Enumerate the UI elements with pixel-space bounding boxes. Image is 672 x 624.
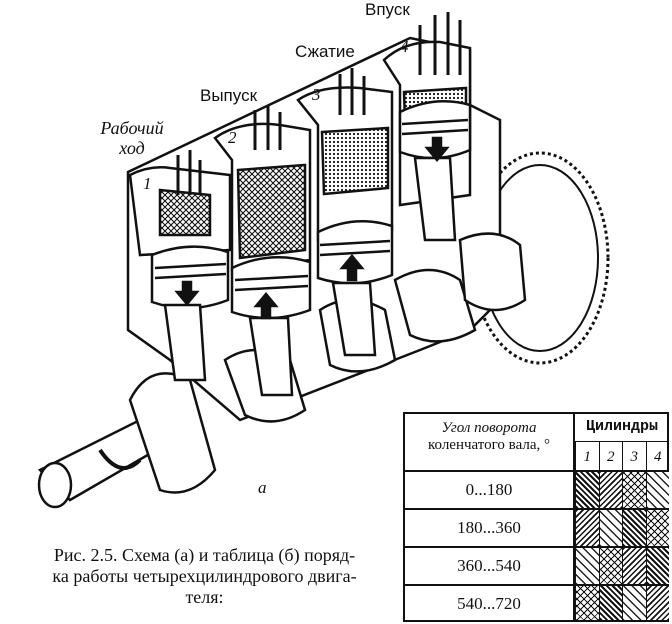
cylinder-2 [213,105,312,397]
caption-line-1: Рис. 2.5. Схема (а) и таблица (б) поряд- [53,545,356,565]
caption-line-2: ка работы четырехцилиндрового двига- [52,566,357,586]
table-row-angle-1: 0...180 [405,472,575,510]
stroke-cell-compression [622,472,646,510]
stroke-cell-work [598,586,622,620]
cylinder-number-3: 3 [312,85,321,104]
stroke-cell-intake [645,472,669,510]
stroke-cell-compression [575,586,599,620]
header-cylinders: Цилиндры [575,414,669,442]
caption-line-3: теля: [185,587,224,607]
cylinder-col-3: 3 [622,442,646,472]
stroke-cell-exhaust [575,510,599,548]
stroke-cell-intake [598,510,622,548]
figure-caption: Рис. 2.5. Схема (а) и таблица (б) поряд-… [12,545,397,608]
label-cylinder-1: Рабочий ход [92,118,172,158]
label-cylinder-3: Сжатие [295,42,355,61]
table-row-angle-3: 360...540 [405,548,575,586]
header-angle-line2: коленчатого вала, ° [427,437,550,453]
cylinder-number-1: 1 [143,174,152,193]
table-row-angle-4: 540...720 [405,586,575,620]
stroke-cell-compression [645,510,669,548]
label-cylinder-1-line1: Рабочий [100,118,164,138]
crankshaft [37,232,527,509]
header-angle: Угол поворота коленчатого вала, ° [405,414,575,472]
label-cylinder-4: Впуск [365,0,410,19]
firing-order-table: Угол поворота коленчатого вала, ° Цилинд… [403,412,669,622]
subfigure-label-a: а [258,478,267,497]
stroke-cell-exhaust [598,472,622,510]
stroke-cell-intake [622,586,646,620]
header-angle-line1: Угол поворота [441,420,537,436]
stroke-cell-compression [598,548,622,586]
cylinder-1 [128,150,232,382]
cylinder-number-2: 2 [228,128,237,147]
cylinder-4 [382,12,472,242]
stroke-cell-exhaust [645,586,669,620]
stroke-cell-work [645,548,669,586]
label-cylinder-2: Выпуск [200,86,258,105]
cylinder-col-2: 2 [598,442,622,472]
stroke-cell-exhaust [622,548,646,586]
stroke-cell-work [622,510,646,548]
table-row-angle-2: 180...360 [405,510,575,548]
cylinder-col-1: 1 [575,442,599,472]
cylinder-3 [296,68,394,357]
stroke-cell-intake [575,548,599,586]
stroke-cell-work [575,472,599,510]
cylinder-number-4: 4 [400,37,409,56]
cylinder-col-4: 4 [645,442,669,472]
label-cylinder-1-line2: ход [119,138,145,158]
